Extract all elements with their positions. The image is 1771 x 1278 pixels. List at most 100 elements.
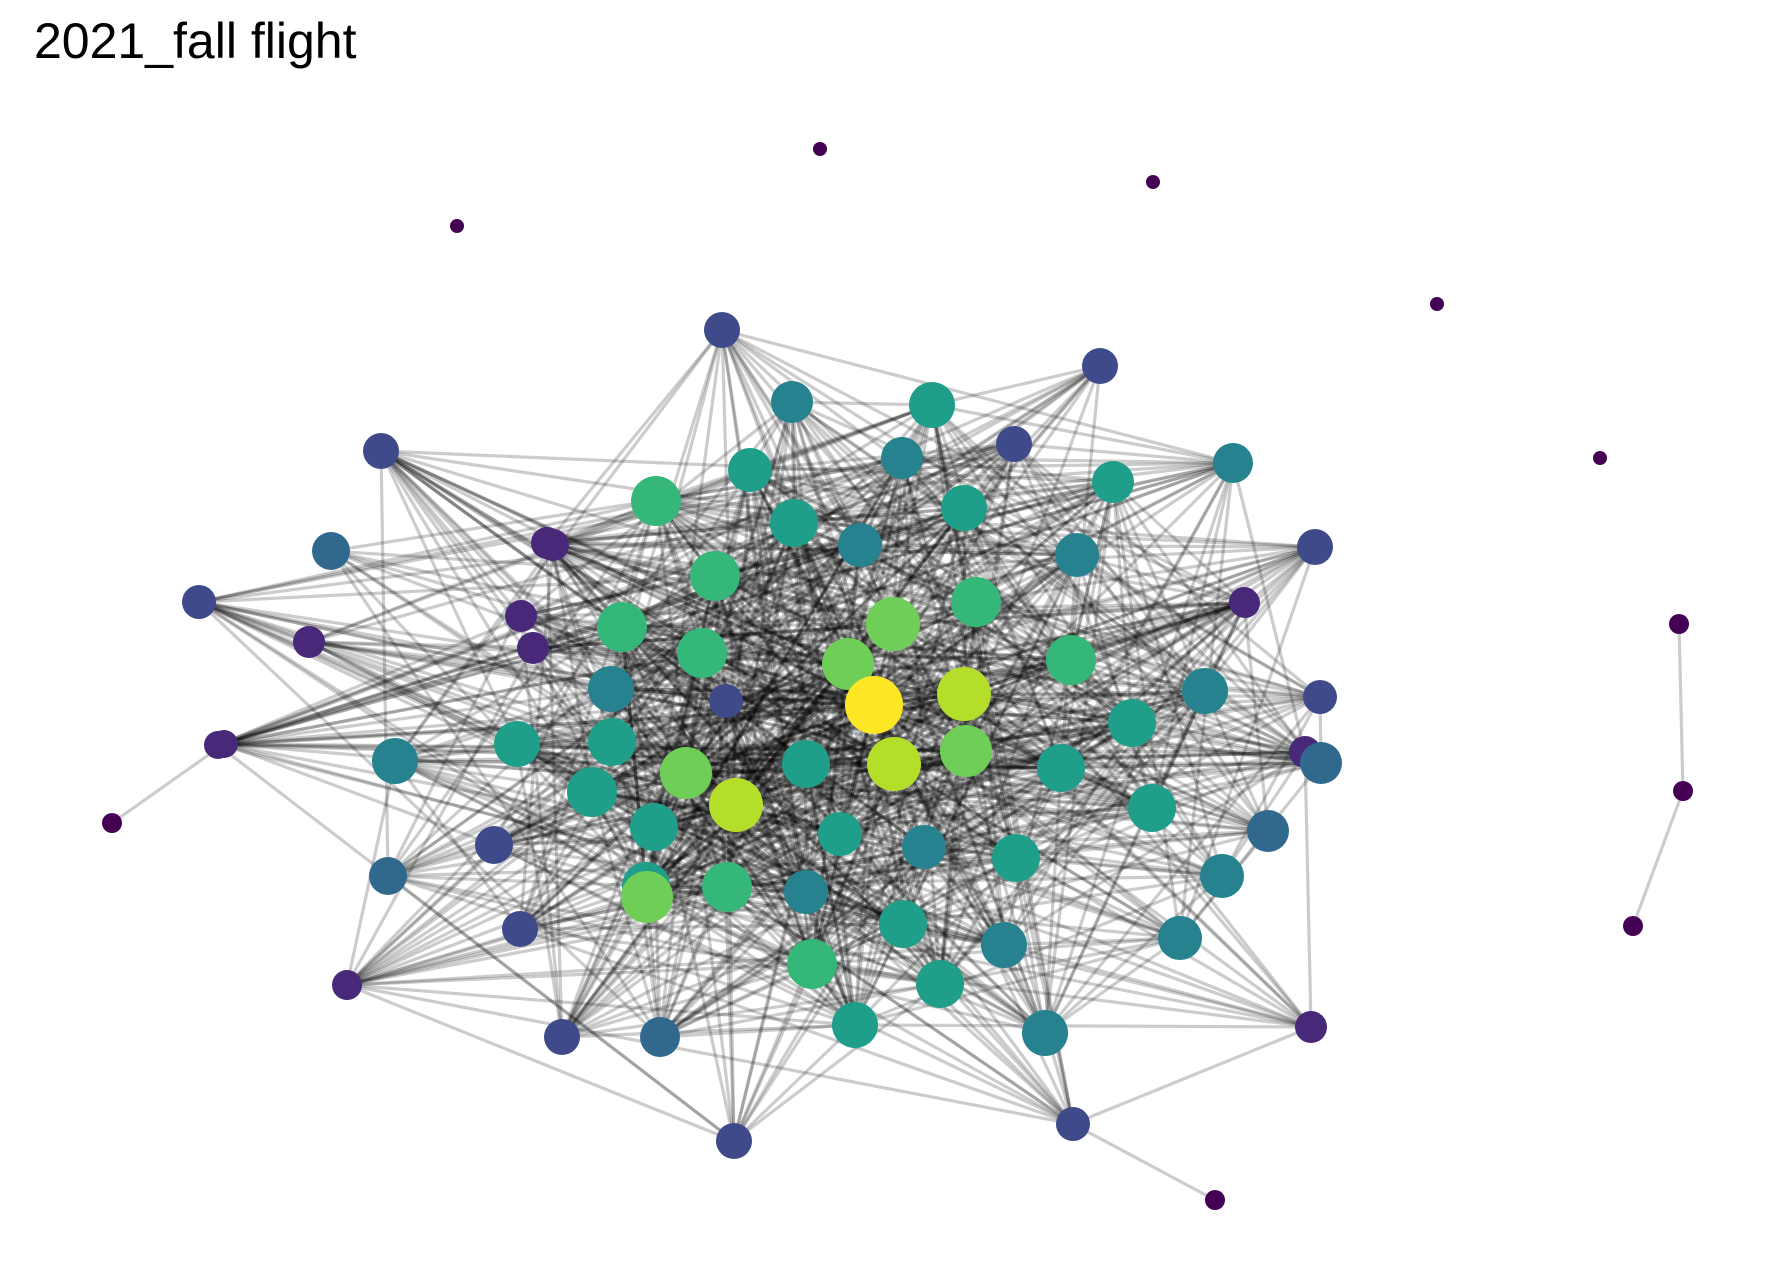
edge-74 [658,401,794,1038]
edge-711 [394,759,655,829]
edge-838 [551,544,688,774]
edge-718 [394,759,813,966]
node-24 [293,626,325,658]
edge-762 [804,763,857,1026]
edge-162 [748,469,850,665]
edge-983 [811,962,1312,1029]
edge-205 [654,500,857,1026]
edge-980 [346,983,735,1143]
node-63 [879,900,927,948]
edge-234 [1111,481,1134,724]
edge-899 [923,845,1223,878]
node-78 [204,731,232,759]
edge-57 [791,400,933,407]
edge-900 [726,845,925,889]
edge-744 [611,740,1223,878]
node-28 [822,638,874,690]
edge-250 [1111,481,1307,753]
edge-924 [387,874,735,1143]
edge-953 [646,895,813,966]
edge-1001 [1677,623,1685,792]
edge-508 [308,640,1322,765]
edge-871 [653,825,925,849]
component-b-node-0 [102,813,122,833]
edge-200 [386,500,658,877]
edge-370 [1076,553,1321,699]
edge-142 [900,456,1134,725]
isolated-node-1 [1146,175,1160,189]
edge-921 [387,874,941,986]
node-37 [372,738,418,784]
edge-325 [545,541,905,926]
edge-415 [892,601,978,765]
edge-1002 [1631,790,1685,927]
edge-640 [725,699,1322,765]
edge-202 [518,500,658,930]
edge-398 [714,574,1269,833]
edge-934 [645,884,941,986]
edge-1004 [1072,1122,1216,1202]
edge-967 [519,927,1074,1126]
edge-909 [732,846,926,1142]
edge-359 [644,544,862,887]
edge-273 [546,521,795,545]
edge-811 [659,766,1062,1039]
edge-315 [546,541,1072,662]
edge-61 [791,400,1206,693]
edge-154 [749,461,1234,472]
edge-535 [387,651,703,878]
edge-612 [962,693,1018,859]
edge-116 [223,442,1015,746]
edge-251 [793,506,965,525]
edge-505 [308,640,612,691]
edge-737 [516,600,1245,746]
edge-284 [684,522,796,774]
edge-644 [724,700,808,893]
edge-557 [645,658,1072,888]
edge-355 [684,544,862,774]
edge-321 [546,541,1322,765]
node-47 [709,778,763,832]
edge-216 [1014,462,1235,859]
edge-449 [892,622,1133,725]
edge-125 [810,443,1016,965]
edge-337 [735,545,1316,807]
edge-388 [609,574,717,691]
edge-604 [685,692,965,775]
edge-820 [520,614,1322,765]
edge-291 [792,522,905,925]
edge-771 [653,762,895,829]
edge-959 [805,750,1306,894]
node-39 [588,718,636,766]
node-19 [951,577,1001,627]
edge-990 [938,601,1246,985]
edge-484 [621,625,875,707]
edge-873 [653,825,807,894]
edge-634 [1043,690,1207,1034]
component-a-node-0 [1669,614,1689,634]
edge-311 [329,550,662,1038]
edge-201 [654,499,1182,940]
edge-962 [1044,936,1181,1035]
node-55 [369,857,407,895]
edge-170 [684,469,752,774]
edge-783 [658,762,896,1039]
edge-219 [938,462,1235,985]
edge-92 [930,404,1270,832]
edge-966 [519,927,941,986]
edge-40 [380,449,727,703]
edge-20 [931,364,1101,407]
edge-150 [900,457,942,985]
node-59 [621,871,673,923]
edge-487 [620,626,738,806]
edge-897 [493,843,1074,1126]
edge-283 [792,521,1063,770]
edge-998 [659,1023,856,1039]
edge-837 [684,771,1075,1126]
node-61 [1158,916,1202,960]
edge-774 [645,762,895,888]
node-1 [1082,348,1118,384]
edge-918 [552,543,1017,860]
edge-187 [655,499,894,626]
edge-35 [380,449,1078,557]
